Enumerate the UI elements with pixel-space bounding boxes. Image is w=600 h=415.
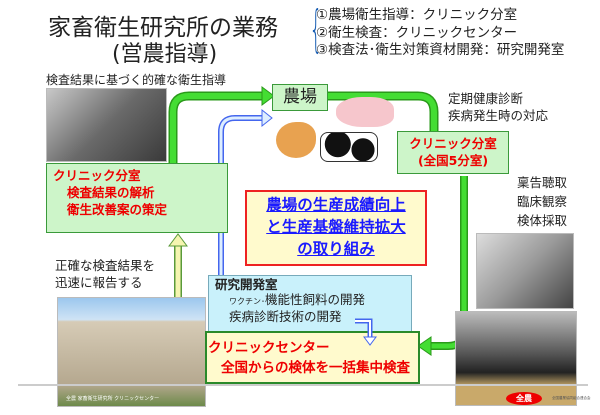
clinic-branch-right-box: クリニック分室 (全国5分室)	[397, 131, 509, 174]
left-top-caption: 検査結果に基づく的確な衛生指導	[46, 73, 227, 87]
role-item: ②衛生検査：クリニックセンター	[316, 24, 518, 41]
footer-org: 全国農業協同組合連合会	[552, 396, 591, 400]
right-mid-caption: 稟告聴取 臨床観察 検体採取	[517, 173, 567, 230]
branch-left-title: クリニック分室	[53, 168, 141, 183]
footer-divider	[18, 384, 588, 386]
roles-list: ①農場衛生指導：クリニック分室 ②衛生検査：クリニックセンター ③検査法･衛生対…	[316, 7, 564, 60]
rnd-title: 研究開発室	[215, 277, 278, 292]
clinic-center-box: クリニックセンター 全国からの検体を一括集中検査	[205, 331, 420, 384]
caption-line: 検体採取	[517, 213, 568, 228]
caption-line: 迅速に報告する	[55, 275, 143, 290]
arrowhead	[363, 336, 377, 346]
clinic-branch-left-box: クリニック分室 検査結果の解析 衛生改善案の策定	[46, 163, 228, 233]
farm-guidance-photo	[46, 88, 167, 162]
chicken-icon	[276, 122, 316, 158]
left-mid-caption: 正確な検査結果を 迅速に報告する	[55, 257, 155, 291]
rnd-line: 疾病診断技術の開発	[229, 309, 342, 324]
clinic-center-title: クリニックセンター	[208, 340, 330, 356]
goal-line: と生産基盤維持拡大	[266, 218, 406, 236]
cow-icon	[320, 132, 378, 162]
clinic-center-line: 全国からの検体を一括集中検査	[221, 360, 410, 376]
role-item: ③検査法･衛生対策資材開発：研究開発室	[316, 42, 565, 58]
cattle-barn-photo	[455, 311, 577, 406]
brace-decoration: {	[309, 0, 323, 58]
page-title: 家畜衛生研究所の業務	[48, 15, 278, 41]
goal-line: の取り組み	[297, 240, 375, 258]
rnd-line: ワクチン･機能性飼料の開発	[209, 292, 411, 309]
blue-arrow-rnd	[355, 318, 377, 346]
branch-left-line: 検査結果の解析	[67, 185, 155, 200]
goal-line: 農場の生産成績向上	[266, 196, 406, 214]
caption-line: 正確な検査結果を	[55, 258, 156, 273]
farm-box: 農場	[272, 84, 328, 111]
arrowhead	[168, 233, 188, 247]
arrowhead	[261, 108, 273, 128]
pig-icon	[336, 97, 394, 127]
rnd-line-small: ワクチン･	[229, 297, 265, 306]
rnd-line-main: 機能性飼料の開発	[265, 292, 366, 307]
caption-line: 臨床観察	[517, 194, 568, 209]
branch-right-subtitle: (全国5分室)	[417, 153, 489, 168]
caption-line: 定期健康診断	[448, 91, 524, 106]
logo-text: 全農	[516, 394, 532, 403]
arrowhead	[261, 86, 275, 106]
clinic-center-building-photo: 全農 家畜衛生研究所 クリニックセンター	[57, 297, 206, 407]
role-item: ①農場衛生指導：クリニック分室	[316, 7, 518, 23]
caption-line: 疾病発生時の対応	[448, 108, 549, 123]
arrowhead	[417, 336, 432, 356]
page-subtitle: (営農指導)	[112, 42, 218, 67]
branch-left-line: 衛生改善案の策定	[67, 202, 168, 217]
branch-right-title: クリニック分室	[409, 136, 497, 151]
sampling-photo	[476, 233, 574, 309]
center-goal-box: 農場の生産成績向上 と生産基盤維持拡大 の取り組み	[245, 190, 427, 266]
caption-line: 稟告聴取	[517, 175, 568, 190]
rnd-box: 研究開発室 ワクチン･機能性飼料の開発 疾病診断技術の開発	[208, 275, 412, 339]
zennoh-logo: 全農	[506, 392, 542, 405]
green-arrow-to-farm	[168, 91, 262, 165]
right-top-caption: 定期健康診断 疾病発生時の対応	[448, 90, 548, 124]
photo-caption: 全農 家畜衛生研究所 クリニックセンター	[66, 396, 160, 402]
